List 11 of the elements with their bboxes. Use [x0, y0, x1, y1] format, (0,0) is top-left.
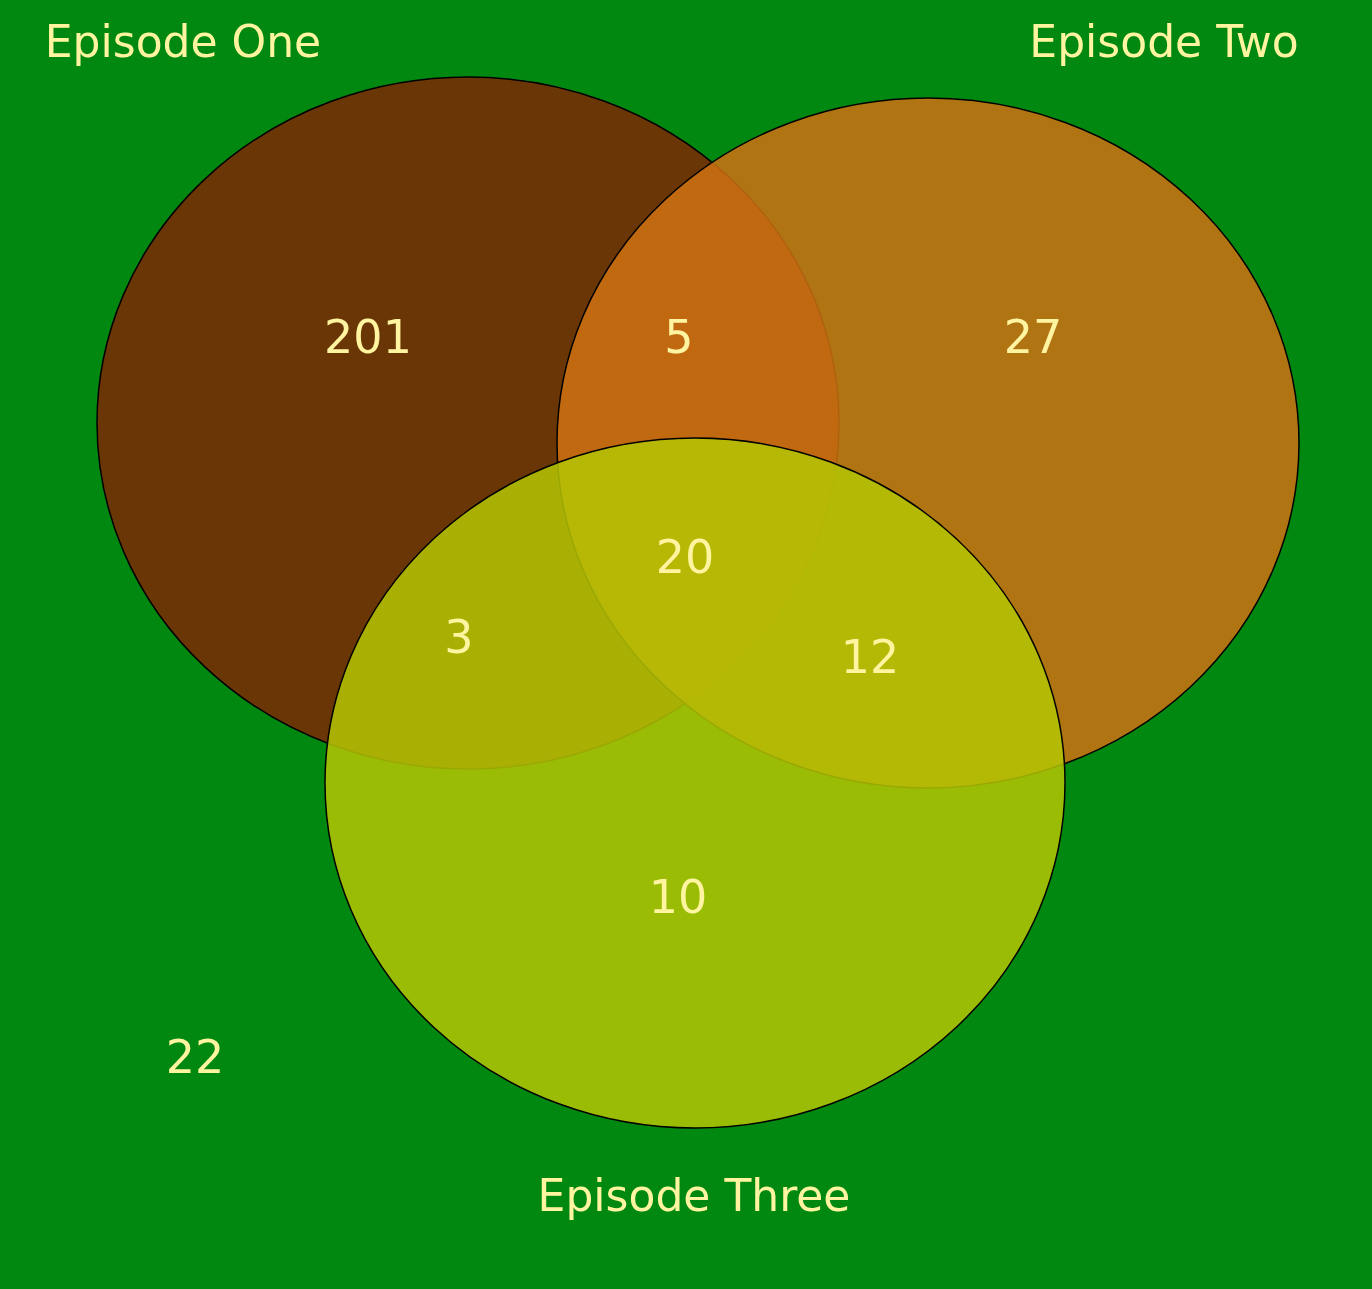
count-label: 10 [648, 874, 708, 920]
count-label: 22 [165, 1034, 225, 1080]
set-title: Episode One [44, 20, 322, 64]
count-label: 3 [444, 614, 474, 660]
count-label: 20 [655, 534, 715, 580]
count-label: 27 [1003, 314, 1063, 360]
set-title: Episode Three [537, 1174, 851, 1218]
count-label: 201 [324, 314, 412, 360]
count-label: 5 [664, 314, 694, 360]
set-title: Episode Two [1029, 20, 1299, 64]
count-label: 12 [840, 634, 900, 680]
